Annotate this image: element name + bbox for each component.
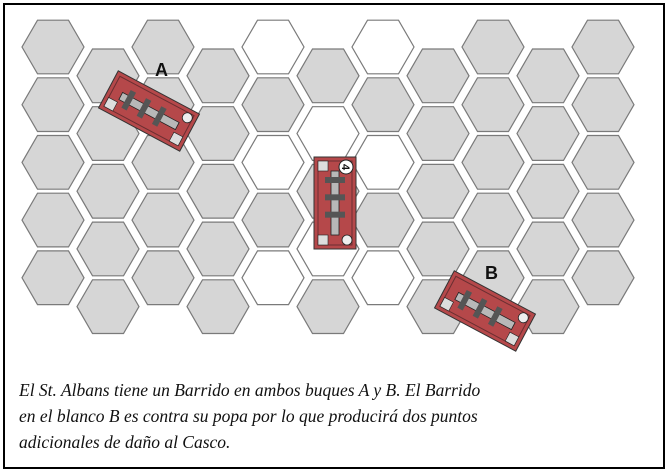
hex-cell	[186, 221, 250, 277]
hex-cell-in-arc	[351, 250, 415, 306]
hex-cell	[461, 77, 525, 133]
hex-board: 4	[21, 19, 635, 352]
hex-cell	[296, 48, 360, 104]
diagram-caption: El St. Albans tiene un Barrido en ambos …	[19, 377, 669, 455]
hex-cell	[21, 134, 85, 190]
hex-cell	[131, 250, 195, 306]
hex-cell	[76, 221, 140, 277]
hex-cell	[351, 192, 415, 248]
hex-cell	[131, 134, 195, 190]
hex-cell	[76, 279, 140, 335]
hex-cell	[21, 77, 85, 133]
hex-cell-in-arc	[351, 134, 415, 190]
hex-cell	[406, 163, 470, 219]
hex-cell	[186, 279, 250, 335]
hex-cell-in-arc	[241, 134, 305, 190]
hex-cell-in-arc	[351, 19, 415, 75]
hex-cell	[186, 48, 250, 104]
target-b-label: B	[485, 263, 498, 283]
target-a-label: A	[155, 60, 168, 80]
hex-cell	[516, 163, 580, 219]
hex-cell	[406, 106, 470, 161]
hex-cell-in-arc	[241, 19, 305, 75]
caption-line-3: adicionales de daño al Casco.	[19, 432, 231, 452]
hex-cell	[516, 48, 580, 104]
hex-cell	[186, 163, 250, 219]
target-a-ship	[97, 70, 201, 152]
hex-cell	[21, 192, 85, 248]
hex-cell	[571, 192, 635, 248]
hex-cell	[241, 77, 305, 133]
caption-line-1: El St. Albans tiene un Barrido en ambos …	[19, 380, 481, 400]
speed-badge: 4	[339, 164, 351, 171]
hex-cell	[131, 19, 195, 75]
hex-cell	[571, 77, 635, 133]
game-diagram-frame: 4 A B El St. Albans tiene un Barrido en …	[3, 3, 665, 469]
hex-cell	[131, 192, 195, 248]
hex-cell-in-arc	[241, 250, 305, 306]
hex-cell	[241, 192, 305, 248]
hex-cell	[21, 250, 85, 306]
hex-cell	[76, 163, 140, 219]
hex-cell	[351, 77, 415, 133]
hex-cell	[21, 19, 85, 75]
hex-cell	[461, 192, 525, 248]
hex-cell	[406, 48, 470, 104]
caption-line-2: en el blanco B es contra su popa por lo …	[19, 406, 478, 426]
hex-cell	[571, 134, 635, 190]
hex-cell	[406, 221, 470, 277]
hex-cell-in-arc	[296, 106, 360, 161]
hex-cell	[571, 250, 635, 306]
hex-cell	[461, 134, 525, 190]
hex-cell	[296, 279, 360, 335]
hex-cell	[571, 19, 635, 75]
target-b-ship	[433, 270, 537, 352]
st-albans-ship: 4	[313, 156, 357, 250]
hex-cell	[516, 221, 580, 277]
hex-cell	[461, 19, 525, 75]
hex-cell	[516, 106, 580, 161]
